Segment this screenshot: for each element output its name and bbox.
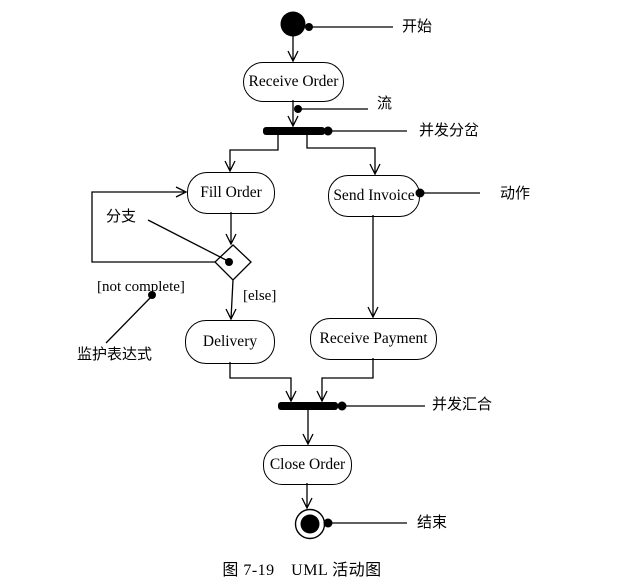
callout-dot-branch (225, 258, 233, 266)
activity-receive-order: Receive Order (243, 62, 344, 102)
decision-diamond (214, 244, 252, 281)
join-bar (278, 402, 338, 410)
activity-delivery-label: Delivery (202, 333, 258, 351)
activity-receive-payment-label: Receive Payment (319, 330, 428, 348)
callout-dot-fork (323, 126, 333, 136)
activity-fill-order: Fill Order (187, 172, 275, 214)
edge-fill-order-to-decision (225, 212, 237, 246)
callout-fork-label: 并发分岔 (419, 123, 480, 139)
edge-send-invoice-to-receive-payment (367, 215, 379, 319)
edge-fork-to-send-invoice (306, 135, 381, 176)
fork-bar (263, 127, 325, 135)
callout-dot-join (337, 401, 347, 411)
callout-line-branch (147, 219, 227, 261)
callout-join-label: 并发汇合 (432, 397, 493, 413)
activity-fill-order-label: Fill Order (200, 184, 262, 202)
edge-decision-to-delivery (225, 279, 237, 321)
callout-start-label: 开始 (402, 19, 433, 35)
activity-delivery: Delivery (185, 320, 275, 364)
activity-close-order-label: Close Order (269, 456, 346, 474)
initial-node (280, 11, 306, 37)
edge-fork-to-fill-order (224, 135, 279, 173)
activity-close-order: Close Order (263, 445, 352, 485)
edge-delivery-to-join (229, 362, 297, 403)
edge-close-order-to-end (301, 483, 313, 510)
callout-end-label: 结束 (417, 515, 448, 531)
final-node-outer (294, 508, 326, 540)
activity-receive-payment: Receive Payment (310, 318, 437, 360)
activity-receive-order-label: Receive Order (248, 73, 339, 91)
final-node-inner (300, 514, 320, 534)
guard-not-complete-label: [not complete] (97, 279, 185, 295)
edge-start-to-receive-order (287, 36, 299, 63)
callout-action-label: 动作 (500, 186, 531, 202)
callout-flow-label: 流 (377, 96, 393, 112)
callout-dot-end (323, 518, 333, 528)
figure-caption: 图 7-19 UML 活动图 (222, 562, 382, 579)
edge-receive-order-to-fork (287, 100, 299, 128)
callout-guard-expression-label: 监护表达式 (77, 347, 153, 363)
callout-line-guard-expression (105, 296, 152, 344)
edge-receive-payment-to-join (316, 358, 374, 403)
callout-branch-label: 分支 (106, 209, 137, 225)
activity-send-invoice: Send Invoice (328, 175, 420, 217)
guard-else-label: [else] (243, 288, 277, 304)
callout-dot-start (305, 23, 313, 31)
callout-dot-flow (294, 105, 302, 113)
edge-join-to-close-order (302, 410, 314, 446)
activity-send-invoice-label: Send Invoice (333, 187, 415, 205)
